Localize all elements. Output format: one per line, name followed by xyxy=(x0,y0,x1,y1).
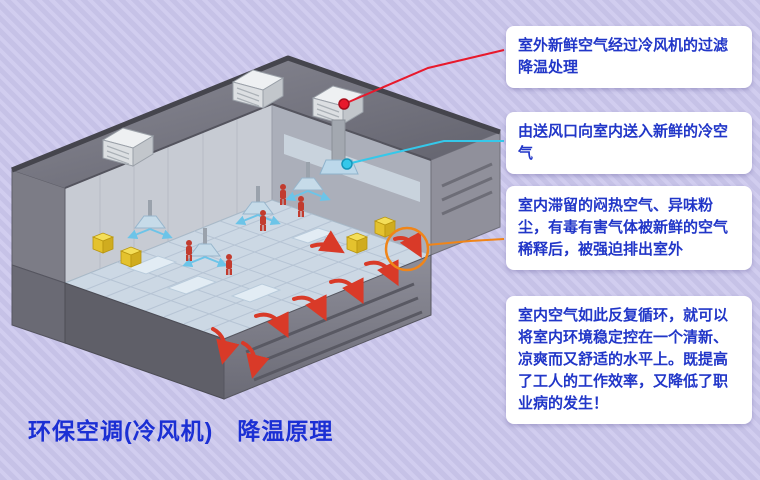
pointer-cyan-dot xyxy=(341,158,353,170)
pointer-red-dot xyxy=(338,98,350,110)
rooftop-unit-2 xyxy=(231,69,285,109)
callout-text-outdoor-air: 室外新鲜空气经过冷风机的过滤降温处理 xyxy=(518,37,729,76)
air-diffusers xyxy=(127,162,331,268)
exhaust-arrows xyxy=(211,230,422,379)
worker-figures xyxy=(186,184,304,275)
rooftop-unit-1 xyxy=(101,127,155,167)
page-title: 环保空调(冷风机) 降温原理 xyxy=(28,418,334,444)
callout-box-supply-air: 由送风口向室内送入新鲜的冷空气 xyxy=(506,112,752,174)
pointer-orange-line xyxy=(426,238,505,246)
callout-text-exhaust-air: 室内滞留的闷热空气、异味粉尘，有毒有害气体被新鲜的空气稀释后，被强迫排出室外 xyxy=(518,197,729,258)
right-end-wall xyxy=(430,131,501,256)
exhaust-highlight-ring xyxy=(384,226,430,272)
callout-box-outdoor-air: 室外新鲜空气经过冷风机的过滤降温处理 xyxy=(506,26,752,88)
callout-box-circulation: 室内空气如此反复循环，就可以将室内环境稳定控在一个清新、凉爽而又舒适的水平上。既… xyxy=(506,296,752,424)
equipment-boxes xyxy=(91,216,397,268)
left-end-wall xyxy=(11,169,66,344)
callout-text-circulation: 室内空气如此反复循环，就可以将室内环境稳定控在一个清新、凉爽而又舒适的水平上。既… xyxy=(518,307,729,412)
callout-pointers xyxy=(338,49,505,246)
front-right-wall xyxy=(223,254,432,400)
callout-box-exhaust-air: 室内滞留的闷热空气、异味粉尘，有毒有害气体被新鲜的空气稀释后，被强迫排出室外 xyxy=(506,186,752,270)
callout-text-supply-air: 由送风口向室内送入新鲜的冷空气 xyxy=(518,123,729,162)
pointer-cyan-line xyxy=(346,140,504,165)
supply-duct xyxy=(331,119,346,163)
pointer-red-line xyxy=(343,49,505,105)
